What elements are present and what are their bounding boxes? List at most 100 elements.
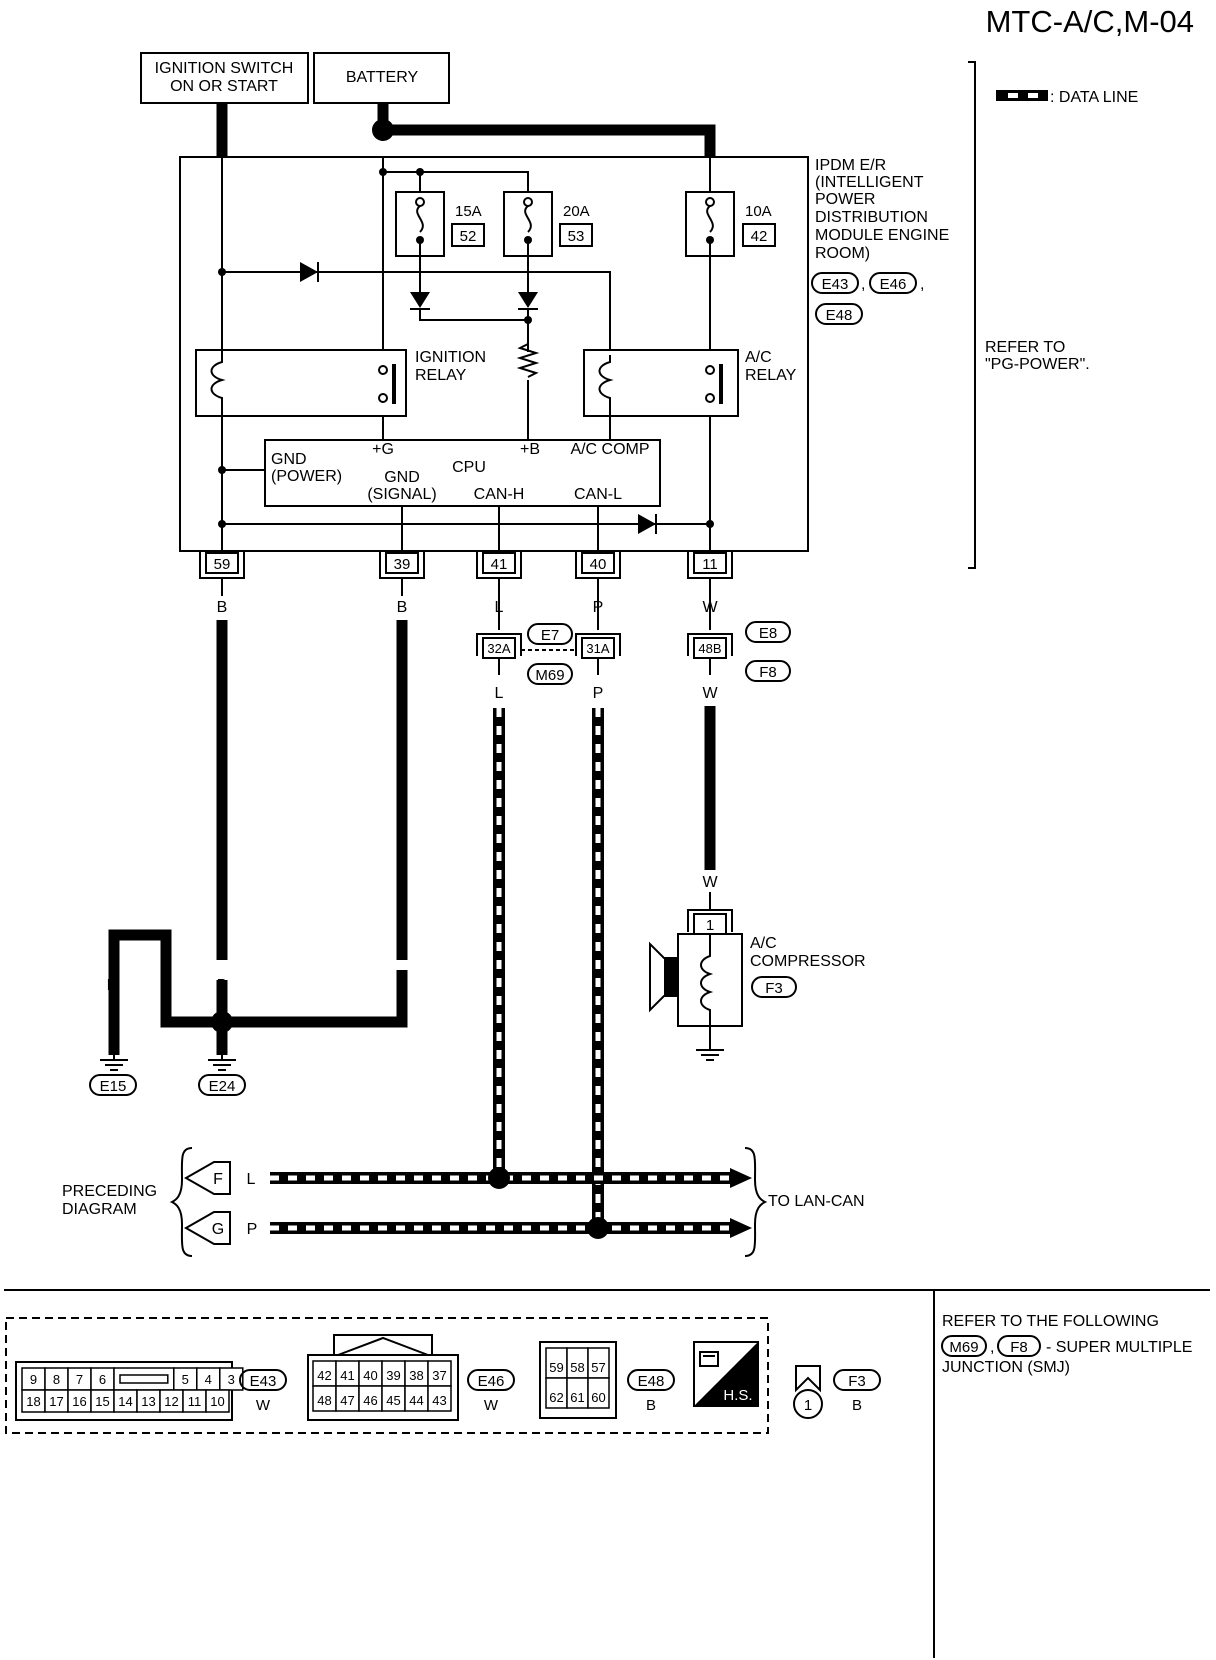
wire-color-b-e15: B — [107, 977, 118, 994]
e43-pin-number: 8 — [53, 1372, 60, 1387]
ac-relay: A/C RELAY — [583, 349, 797, 417]
svg-text:ON OR START: ON OR START — [170, 78, 278, 95]
e43-pin-number: 15 — [95, 1394, 109, 1409]
e46-pin-number: 44 — [409, 1393, 423, 1408]
fuse-20a: 20A 53 — [503, 191, 593, 257]
svg-text:W: W — [256, 1397, 271, 1414]
svg-text:11: 11 — [702, 556, 718, 573]
svg-text:GND: GND — [384, 469, 420, 486]
svg-text:RELAY: RELAY — [415, 367, 467, 384]
refer-following-note: REFER TO THE FOLLOWING M69 , F8 - SUPER … — [941, 1313, 1192, 1376]
svg-text:M69: M69 — [535, 667, 564, 684]
svg-text:F: F — [213, 1171, 223, 1188]
e48-pin-cell — [587, 1377, 610, 1409]
e48-pin-number: 62 — [549, 1390, 563, 1405]
can-junction: 32A 31A E7 M69 — [476, 623, 621, 685]
e48-pin-number: 58 — [570, 1360, 584, 1375]
to-lan-can-label: TO LAN-CAN — [768, 1193, 865, 1210]
svg-text:CPU: CPU — [452, 459, 486, 476]
svg-text:40: 40 — [590, 556, 607, 573]
ground-e24: E24 — [198, 1055, 246, 1096]
svg-text:REFER TO THE FOLLOWING: REFER TO THE FOLLOWING — [942, 1313, 1159, 1330]
svg-text:52: 52 — [460, 228, 477, 245]
e46-pin-number: 43 — [432, 1393, 446, 1408]
e46-pin-number: 45 — [386, 1393, 400, 1408]
svg-text:48B: 48B — [698, 641, 721, 656]
e43-pin-number: 9 — [30, 1372, 37, 1387]
e43-pin-number: 3 — [228, 1372, 235, 1387]
e46-pin-number: 38 — [409, 1368, 423, 1383]
svg-text:E43: E43 — [250, 1373, 277, 1390]
svg-text:E24: E24 — [209, 1078, 236, 1095]
svg-text:F3: F3 — [848, 1373, 866, 1390]
svg-text:L: L — [495, 685, 504, 702]
svg-text:W: W — [702, 685, 718, 702]
e43-pin-number: 6 — [99, 1372, 106, 1387]
e48-label: E48 B — [627, 1369, 675, 1414]
e46-pin-number: 40 — [363, 1368, 377, 1383]
svg-text:POWER: POWER — [815, 191, 875, 208]
svg-text:: DATA LINE: : DATA LINE — [1050, 89, 1138, 106]
wire-color-b-59: B — [217, 599, 228, 616]
cpu-box: GND (POWER) +G CPU +B A/C COMP GND (SIGN… — [264, 439, 661, 507]
svg-text:E15: E15 — [100, 1078, 127, 1095]
wire-color-b-signal: B — [397, 977, 408, 994]
e43-pin-number: 11 — [188, 1394, 202, 1409]
svg-text:DIAGRAM: DIAGRAM — [62, 1201, 137, 1218]
svg-text:10A: 10A — [745, 203, 772, 220]
e46-pin-number: 37 — [432, 1368, 446, 1383]
fuse-10a: 10A 42 — [685, 191, 776, 257]
svg-text:GND: GND — [271, 451, 307, 468]
ipdm-connectors: E43 , E46 , E48 — [811, 272, 924, 325]
e48-pin-number: 57 — [591, 1360, 605, 1375]
ipdm-er-box — [179, 156, 809, 552]
e46-pin-number: 46 — [363, 1393, 377, 1408]
svg-text:41: 41 — [491, 556, 508, 573]
svg-text:DISTRIBUTION: DISTRIBUTION — [815, 209, 928, 226]
svg-text:A/C: A/C — [745, 349, 772, 366]
svg-text:P: P — [593, 685, 604, 702]
e43-pin-number: 10 — [210, 1394, 224, 1409]
ipdm-label: IPDM E/R — [815, 157, 886, 174]
preceding-diagram-label: PRECEDING — [62, 1183, 157, 1200]
svg-text:20A: 20A — [563, 203, 590, 220]
ignition-relay: IGNITION RELAY — [195, 349, 486, 417]
svg-text:E46: E46 — [880, 276, 907, 293]
fuse-15a: 15A 52 — [395, 191, 485, 257]
ground-e15: E15 — [89, 1055, 137, 1096]
svg-text:F8: F8 — [1010, 1339, 1028, 1356]
e48-pin-number: 61 — [570, 1390, 584, 1405]
svg-text:B: B — [852, 1397, 862, 1414]
svg-text:P: P — [247, 1221, 258, 1238]
svg-text:W: W — [484, 1397, 499, 1414]
refer-pg-power-line2: "PG-POWER". — [985, 356, 1090, 373]
svg-text:+G: +G — [372, 441, 394, 458]
connector-panel — [5, 1317, 769, 1434]
svg-text:E7: E7 — [541, 627, 559, 644]
e43-pin-number: 4 — [205, 1372, 212, 1387]
svg-text:IGNITION SWITCH: IGNITION SWITCH — [155, 60, 294, 77]
w-junction: 48B E8 F8 — [687, 621, 791, 682]
svg-text:39: 39 — [394, 556, 411, 573]
svg-text:H.S.: H.S. — [723, 1387, 752, 1404]
preceding-flag-f: F — [183, 1161, 231, 1195]
e46-pin-cell — [427, 1385, 452, 1412]
svg-text:(INTELLIGENT: (INTELLIGENT — [815, 174, 924, 191]
svg-text:G: G — [212, 1221, 224, 1238]
e43-pin-cell — [113, 1367, 175, 1391]
svg-text:42: 42 — [751, 228, 768, 245]
e43-key-slot — [119, 1374, 169, 1384]
e43-pin-number: 16 — [72, 1394, 86, 1409]
wire-color-b-e24-loop: B — [161, 977, 172, 994]
connector-f3: 1 F3 B — [793, 1365, 881, 1419]
svg-text:BATTERY: BATTERY — [346, 69, 419, 86]
ac-compressor: 1 A/C COMPRESSOR F3 — [649, 909, 866, 1061]
svg-text:53: 53 — [568, 228, 585, 245]
svg-text:,: , — [920, 276, 924, 293]
svg-text:A/C COMP: A/C COMP — [570, 441, 649, 458]
e43-pin-number: 5 — [182, 1372, 189, 1387]
svg-text:E48: E48 — [638, 1373, 665, 1390]
e46-pin-number: 42 — [317, 1368, 331, 1383]
